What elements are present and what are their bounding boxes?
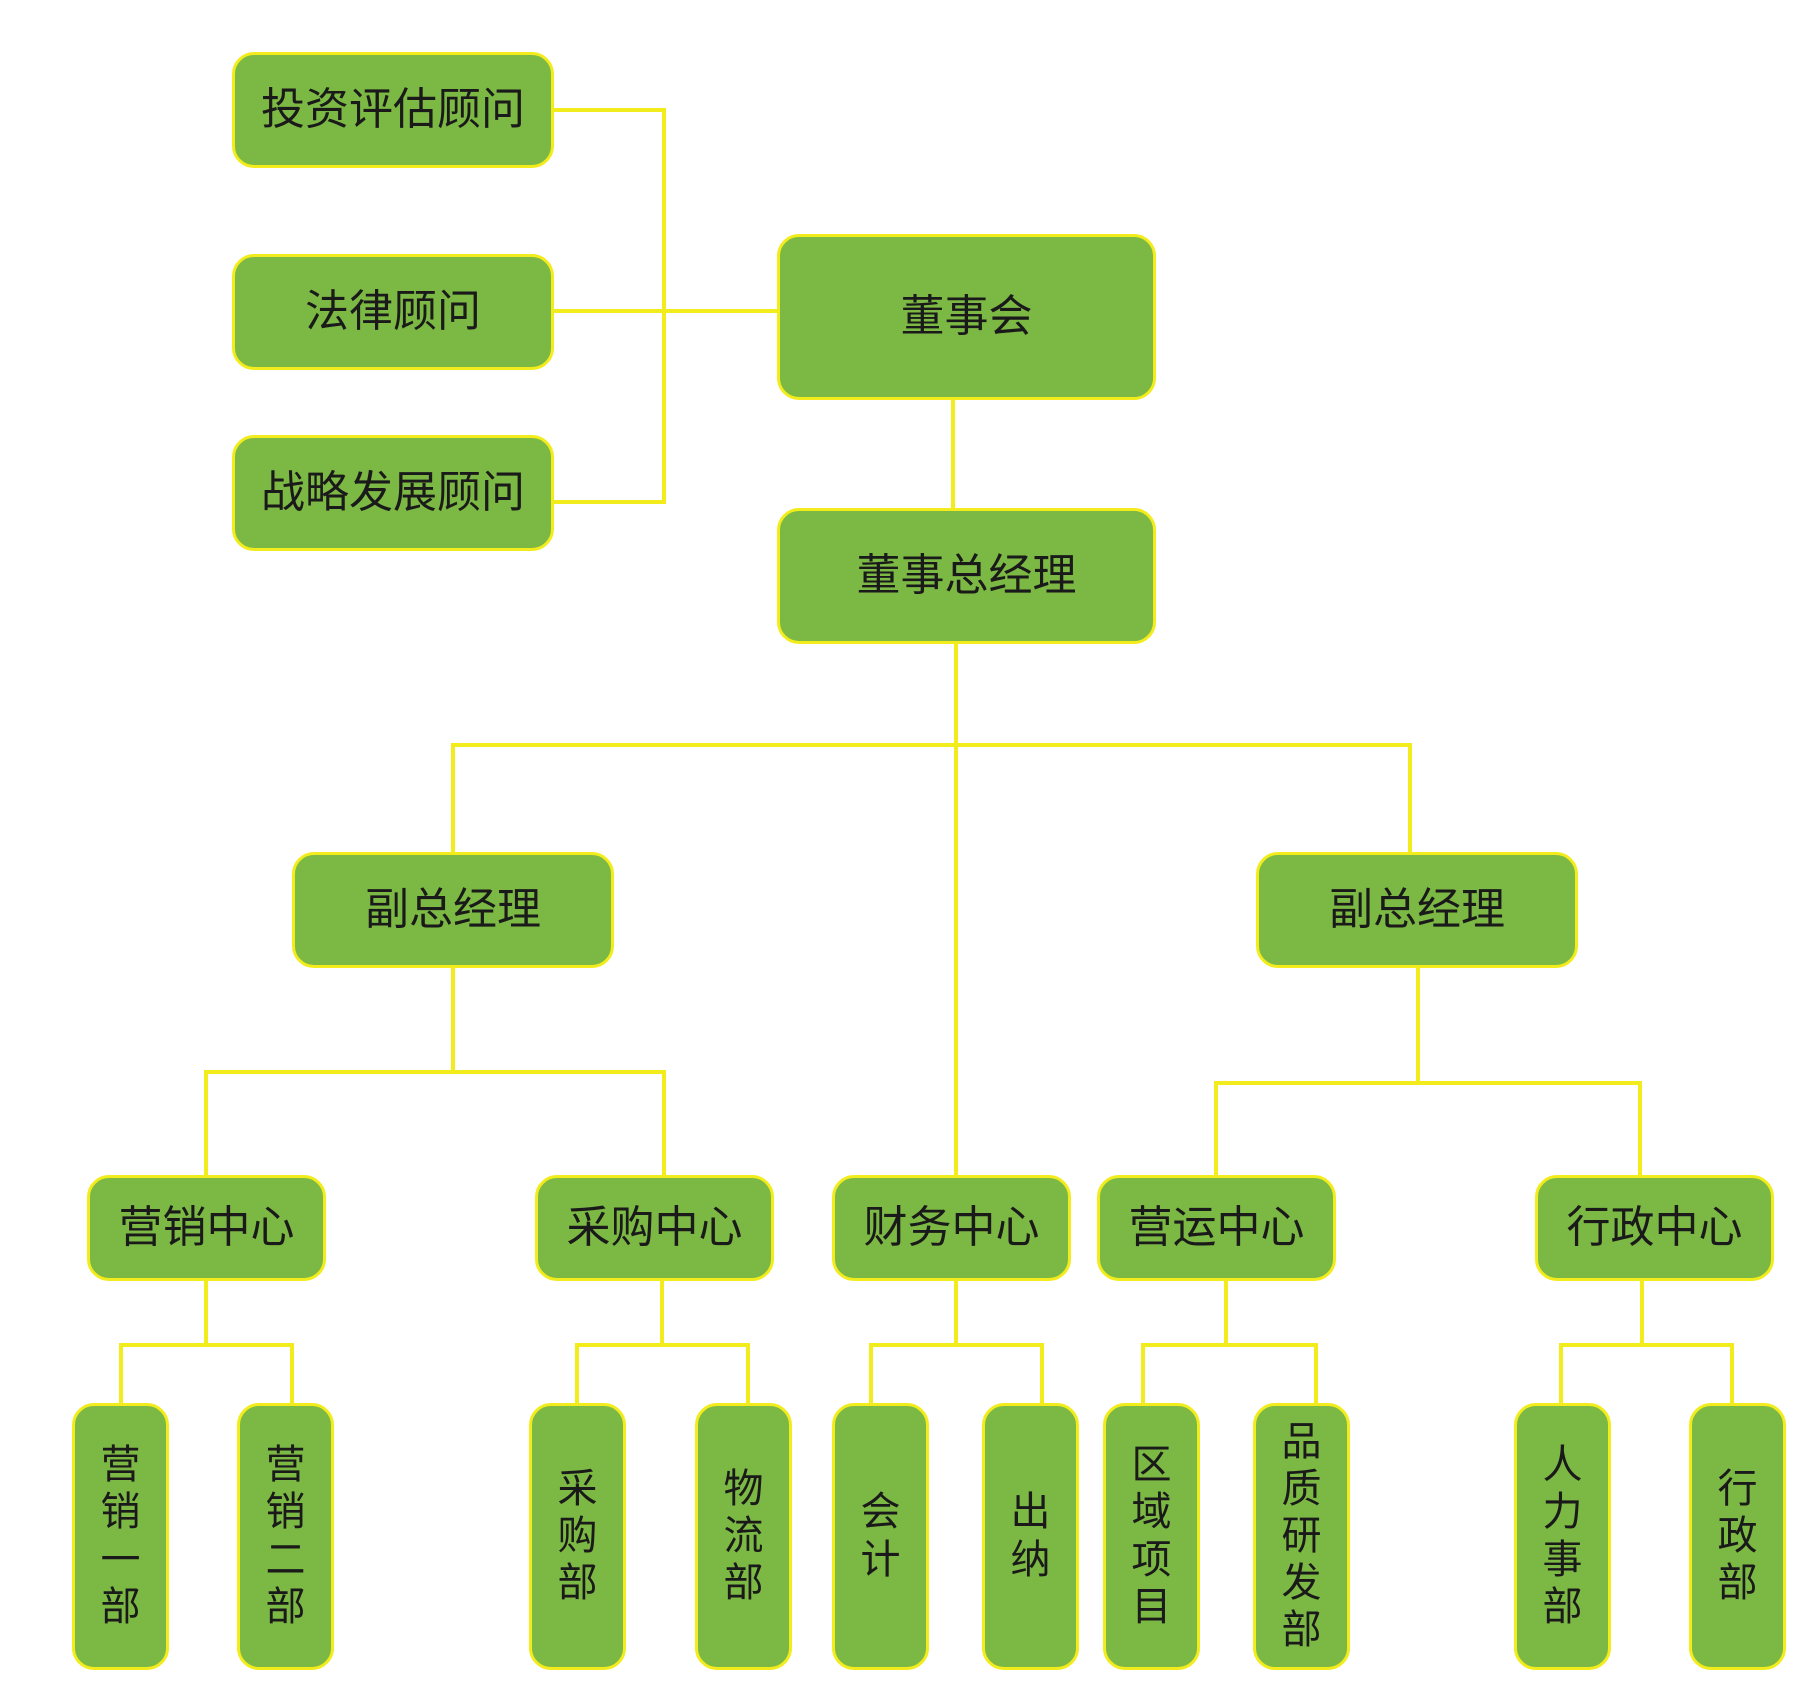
general-manager-label: 董事总经理 (856, 550, 1077, 601)
advisor-legal-node: 法律顾问 (232, 254, 554, 370)
administration-center-label: 行政中心 (1566, 1202, 1743, 1253)
marketing-center-node: 营销中心 (87, 1175, 326, 1281)
deputy-manager-right-node: 副总经理 (1256, 852, 1578, 968)
dept-purchasing-label: 采购部 (557, 1465, 598, 1607)
connector-deputy-left-to-centers (204, 966, 666, 1177)
board-node: 董事会 (777, 234, 1156, 400)
general-manager-node: 董事总经理 (777, 508, 1156, 644)
operations-center-node: 营运中心 (1097, 1175, 1336, 1281)
dept-human-resources-label: 人力事部 (1542, 1442, 1583, 1630)
connector-administration-to-depts (1559, 1279, 1734, 1405)
dept-marketing-2-node: 营销二部 (237, 1403, 334, 1670)
dept-cashier-label: 出纳 (1010, 1489, 1051, 1583)
finance-center-label: 财务中心 (863, 1202, 1040, 1253)
dept-accounting-label: 会计 (860, 1489, 901, 1583)
advisor-strategy-label: 战略发展顾问 (261, 467, 525, 518)
deputy-manager-left-label: 副总经理 (365, 884, 541, 935)
dept-logistics-label: 物流部 (723, 1465, 764, 1607)
dept-admin-node: 行政部 (1689, 1403, 1786, 1670)
connector-deputy-right-to-centers (1214, 966, 1642, 1177)
advisor-investment-node: 投资评估顾问 (232, 52, 554, 168)
dept-quality-rd-label: 品质研发部 (1281, 1418, 1322, 1654)
board-label: 董事会 (900, 291, 1033, 342)
dept-regional-projects-node: 区域项目 (1103, 1403, 1200, 1670)
dept-admin-label: 行政部 (1717, 1465, 1758, 1607)
purchasing-center-node: 采购中心 (535, 1175, 774, 1281)
purchasing-center-label: 采购中心 (566, 1202, 743, 1253)
marketing-center-label: 营销中心 (118, 1202, 295, 1253)
advisor-legal-label: 法律顾问 (305, 286, 481, 337)
deputy-manager-left-node: 副总经理 (292, 852, 614, 968)
connector-marketing-to-depts (119, 1279, 294, 1405)
advisor-strategy-node: 战略发展顾问 (232, 435, 554, 551)
operations-center-label: 营运中心 (1128, 1202, 1305, 1253)
finance-center-node: 财务中心 (832, 1175, 1071, 1281)
dept-marketing-2-label: 营销二部 (265, 1442, 306, 1630)
connector-operations-to-depts (1141, 1279, 1318, 1405)
dept-human-resources-node: 人力事部 (1514, 1403, 1611, 1670)
dept-logistics-node: 物流部 (695, 1403, 792, 1670)
advisor-investment-label: 投资评估顾问 (261, 84, 525, 135)
connector-gm-to-deputies (451, 743, 1412, 854)
dept-quality-rd-node: 品质研发部 (1253, 1403, 1350, 1670)
dept-marketing-1-node: 营销一部 (72, 1403, 169, 1670)
dept-accounting-node: 会计 (832, 1403, 929, 1670)
deputy-manager-right-label: 副总经理 (1329, 884, 1505, 935)
connector-finance-to-depts (869, 1279, 1044, 1405)
connector-purchasing-to-depts (575, 1279, 750, 1405)
dept-purchasing-node: 采购部 (529, 1403, 626, 1670)
connector-advisor-bracket (554, 108, 779, 504)
dept-cashier-node: 出纳 (982, 1403, 1079, 1670)
dept-regional-projects-label: 区域项目 (1131, 1442, 1172, 1630)
dept-marketing-1-label: 营销一部 (100, 1442, 141, 1630)
administration-center-node: 行政中心 (1535, 1175, 1774, 1281)
